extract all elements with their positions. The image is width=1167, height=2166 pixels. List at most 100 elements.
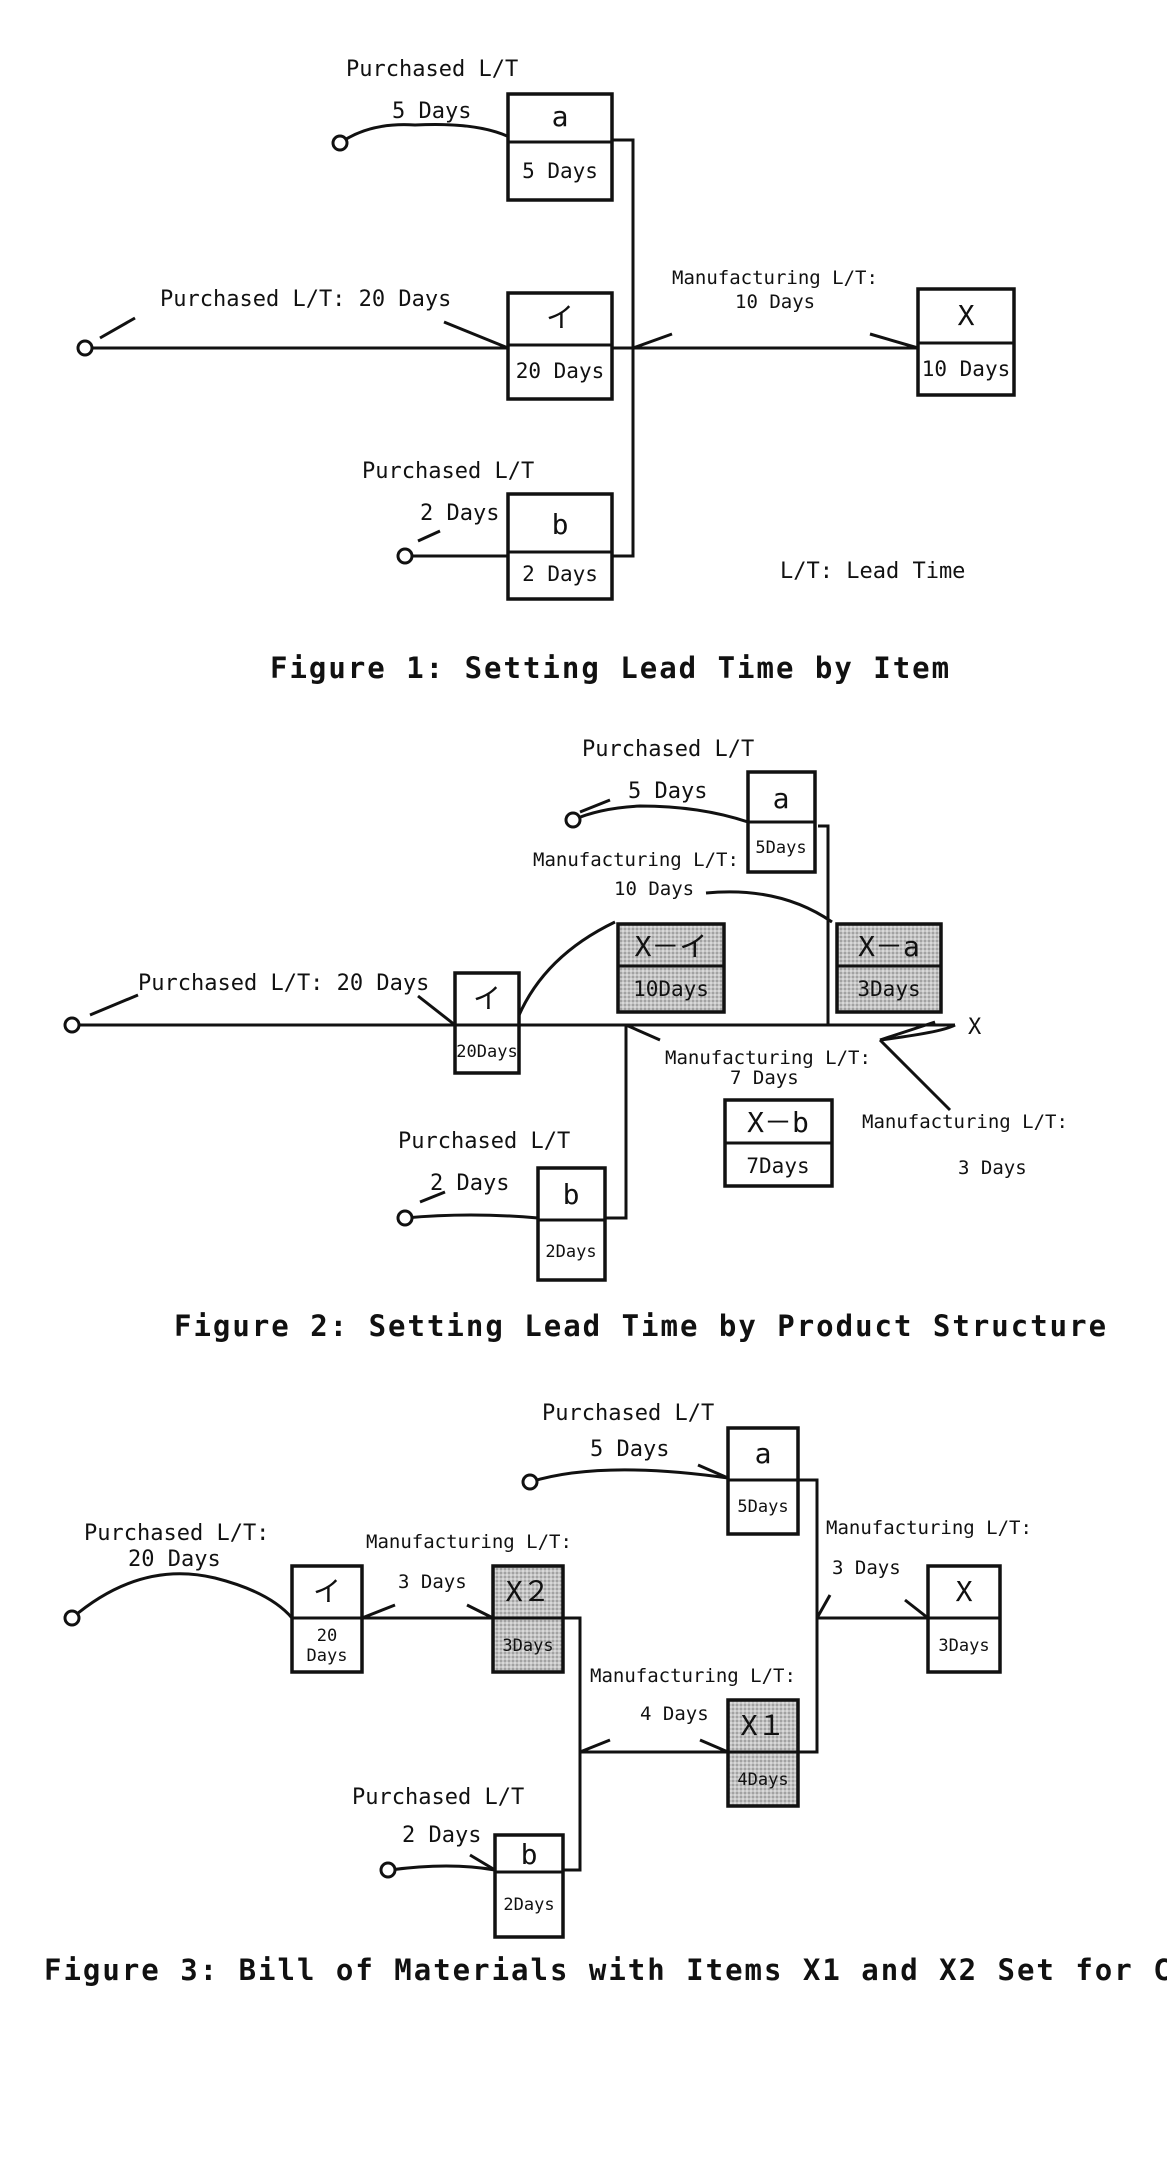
fig3-leader-mfg4 <box>579 1738 611 1754</box>
fig2-box-i-lt: 20Days <box>456 1042 517 1062</box>
fig1-leader-x <box>869 332 919 350</box>
fig2-leader-mfg7 <box>625 1023 661 1042</box>
fig3-label-mfg3a-2: 3 Days <box>398 1571 467 1593</box>
fig1-box-i: イ 20 Days <box>506 291 614 401</box>
fig2-curve-mfg10 <box>705 890 833 924</box>
fig1-start-i <box>76 339 94 357</box>
fig3-box-x1: X１ 4Days <box>726 1698 800 1808</box>
fig2-leader-x <box>879 1020 936 1042</box>
fig3-label-mfg4-1: Manufacturing L/T: <box>590 1665 796 1687</box>
fig2-label-i: Purchased L/T: 20 Days <box>138 971 429 996</box>
fig3-label-b-1: Purchased L/T <box>352 1785 524 1810</box>
fig2-label-mfg3-2: 3 Days <box>958 1157 1027 1179</box>
fig3-box-a: a 5Days <box>726 1426 800 1536</box>
fig2-label-b-1: Purchased L/T <box>398 1129 570 1154</box>
fig3-box-x-lt: 3Days <box>938 1636 989 1656</box>
fig2-box-b-name: b <box>563 1178 580 1211</box>
fig3-leader-b <box>469 1853 496 1872</box>
fig3-curve-i <box>71 1572 294 1620</box>
fig2-label-mfg10-2: 10 Days <box>614 878 694 900</box>
fig2-box-i-name: イ <box>473 982 501 1015</box>
fig3-label-mfg3a-1: Manufacturing L/T: <box>366 1531 572 1553</box>
fig2-x-label: X <box>968 1015 982 1040</box>
fig1-box-a: a 5 Days <box>506 92 614 202</box>
fig2-label-mfg10-1: Manufacturing L/T: <box>533 849 739 871</box>
fig2-box-a-name: a <box>773 782 790 815</box>
fig3-box-x2-name: X２ <box>506 1575 551 1608</box>
fig1-box-x-name: X <box>958 299 975 332</box>
fig1-box-b: b 2 Days <box>506 492 614 601</box>
fig3-box-x1-lt: 4Days <box>737 1770 788 1790</box>
fig1-start-a <box>331 134 349 152</box>
figure-3: a 5Days イ 20 Days X２ 3Days X１ 4Days b 2D… <box>44 1401 1167 1987</box>
fig1-label-b-2: 2 Days <box>420 501 499 526</box>
fig2-start-a <box>564 811 582 829</box>
fig3-box-x1-name: X１ <box>741 1709 786 1742</box>
fig1-label-a-1: Purchased L/T <box>346 57 518 82</box>
fig2-label-mfg3-1: Manufacturing L/T: <box>862 1111 1068 1133</box>
fig2-caption: Figure 2: Setting Lead Time by Product S… <box>174 1309 1108 1343</box>
fig3-leader-mfg3a <box>361 1603 396 1620</box>
fig3-box-x: X 3Days <box>926 1564 1002 1674</box>
fig3-box-b: b 2Days <box>493 1833 565 1939</box>
fig2-bracket-a <box>818 824 830 1025</box>
fig3-label-mfg4-2: 4 Days <box>640 1703 709 1725</box>
fig2-box-x-a: X－a 3Days <box>835 922 943 1014</box>
fig2-label-mfg7-2: 7 Days <box>730 1067 799 1089</box>
fig3-caption: Figure 3: Bill of Materials with Items X… <box>44 1953 1167 1987</box>
fig1-leader-i1 <box>99 316 136 340</box>
fig1-box-x-lt: 10 Days <box>922 357 1011 381</box>
fig3-start-a <box>521 1473 539 1491</box>
fig3-leader-x2 <box>466 1603 494 1620</box>
fig3-leader-x1 <box>699 1738 729 1754</box>
fig2-box-x-b-lt: 7Days <box>746 1154 809 1178</box>
fig1-box-a-name: a <box>552 100 569 133</box>
fig2-leader-a <box>579 798 611 814</box>
fig3-box-x2-lt: 3Days <box>502 1636 553 1656</box>
fig3-box-x2: X２ 3Days <box>491 1564 565 1674</box>
fig2-box-i: イ 20Days <box>453 971 521 1075</box>
fig1-label-mfg-2: 10 Days <box>735 291 815 313</box>
fig3-line-a <box>529 1468 729 1484</box>
fig2-label-a-1: Purchased L/T <box>582 737 754 762</box>
fig1-caption: Figure 1: Setting Lead Time by Item <box>270 651 951 685</box>
fig3-bracket-x2-b <box>562 1616 582 1872</box>
fig1-label-a-2: 5 Days <box>392 99 471 124</box>
fig3-label-b-2: 2 Days <box>402 1823 481 1848</box>
fig2-label-a-2: 5 Days <box>628 779 707 804</box>
fig1-label-i: Purchased L/T: 20 Days <box>160 287 451 312</box>
fig1-label-b-1: Purchased L/T <box>362 459 534 484</box>
fig3-box-a-name: a <box>755 1437 772 1470</box>
fig3-box-i-name: イ <box>313 1575 341 1608</box>
fig2-start-b <box>396 1209 414 1227</box>
fig1-box-b-name: b <box>552 508 569 541</box>
fig1-leader-i2 <box>443 320 509 350</box>
fig3-box-i: イ 20 Days <box>290 1564 364 1674</box>
fig3-line-b <box>389 1864 496 1872</box>
fig2-line-a <box>572 804 749 824</box>
fig1-box-x: X 10 Days <box>916 287 1016 397</box>
fig2-box-x-a-lt: 3Days <box>857 977 920 1001</box>
fig2-curve-i <box>513 920 616 1026</box>
fig3-box-x-name: X <box>956 1575 973 1608</box>
fig3-label-mfg3b-2: 3 Days <box>832 1557 901 1579</box>
fig2-leader-i1 <box>89 993 139 1017</box>
fig1-legend: L/T: Lead Time <box>780 559 965 584</box>
fig1-label-mfg-1: Manufacturing L/T: <box>672 267 878 289</box>
fig3-box-a-lt: 5Days <box>737 1497 788 1517</box>
fig3-label-a-2: 5 Days <box>590 1437 669 1462</box>
fig3-leader-mfg3b <box>815 1594 832 1619</box>
fig3-label-a-1: Purchased L/T <box>542 1401 714 1426</box>
fig3-bracket-a-x1 <box>798 1478 819 1754</box>
fig3-label-i-1: Purchased L/T: <box>84 1521 269 1546</box>
fig2-box-x-i: X－イ 10Days <box>616 922 726 1014</box>
fig1-leader-b <box>417 529 441 543</box>
fig2-line-b <box>404 1213 539 1220</box>
fig1-leader-mfg <box>632 332 673 350</box>
fig2-label-mfg7-1: Manufacturing L/T: <box>665 1047 871 1069</box>
fig1-box-a-lt: 5 Days <box>522 159 598 183</box>
fig2-bracket-b <box>606 1025 628 1220</box>
fig3-start-b <box>379 1861 397 1879</box>
fig2-leader-b <box>419 1190 446 1204</box>
fig1-box-i-name: イ <box>546 301 574 334</box>
